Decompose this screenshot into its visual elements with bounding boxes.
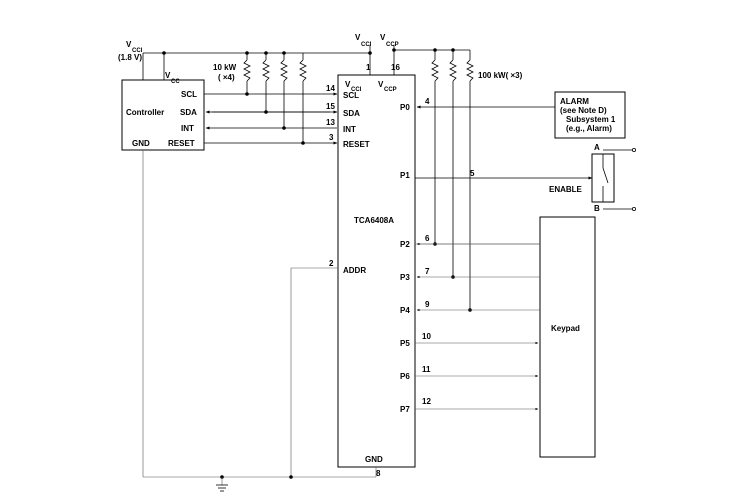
svg-text:CCI: CCI: [132, 48, 143, 54]
pin-name-p6: P6: [400, 372, 410, 381]
pin-number-reset: 3: [329, 133, 334, 142]
i2c-bus-wires: [204, 92, 338, 145]
enable-switch: A B ENABLE: [415, 143, 637, 213]
controller-pin-scl: SCL: [181, 90, 197, 99]
pin-number-int: 13: [326, 118, 335, 127]
pin-name-sda: SDA: [343, 109, 360, 118]
svg-text:Subsystem 1: Subsystem 1: [566, 115, 616, 124]
svg-text:V: V: [126, 40, 132, 49]
keypad-label: Keypad: [551, 324, 580, 333]
ground-wiring: [142, 150, 377, 485]
pin-name-int: INT: [343, 125, 356, 134]
pin-number-sda: 15: [326, 102, 335, 111]
pin-name-p4: P4: [400, 306, 410, 315]
vcci-left-supply-label: V CCI (1.8 V): [118, 40, 143, 62]
svg-text:V: V: [345, 80, 351, 89]
svg-text:CCI: CCI: [351, 87, 362, 93]
svg-text:V: V: [165, 71, 171, 80]
pin-name-p7: P7: [400, 405, 410, 414]
vccp-top-supply-label: V CCP: [380, 33, 399, 48]
svg-text:(e.g., Alarm): (e.g., Alarm): [566, 124, 612, 133]
svg-text:V: V: [378, 80, 384, 89]
pin-number-gnd: 8: [376, 469, 381, 478]
pin-number-p6: 11: [422, 365, 431, 374]
controller-title: Controller: [126, 108, 164, 117]
pin-number-p7: 12: [422, 397, 431, 406]
svg-text:(see Note D): (see Note D): [560, 106, 607, 115]
svg-text:V: V: [380, 33, 386, 42]
alarm-subsystem-block: ALARM (see Note D) Subsystem 1 (e.g., Al…: [416, 91, 626, 139]
svg-text:ALARM: ALARM: [560, 97, 589, 106]
pin-name-p2: P2: [400, 240, 410, 249]
enable-label: ENABLE: [549, 185, 583, 194]
vcci-top-supply-label: V CCI: [355, 33, 372, 48]
svg-text:CC: CC: [171, 79, 180, 85]
pin-number-p2: 6: [425, 234, 430, 243]
switch-terminal-a: A: [594, 143, 600, 152]
pin-name-p3: P3: [400, 273, 410, 282]
pullup-count-label: ( ×4): [218, 73, 235, 82]
controller-block: Controller V CC SCL SDA INT RESET GND: [121, 71, 205, 151]
controller-pin-int: INT: [181, 124, 194, 133]
svg-text:CCP: CCP: [386, 42, 399, 48]
controller-gnd: GND: [132, 139, 150, 148]
pin-name-reset: RESET: [343, 140, 370, 149]
pin-number-p0: 4: [425, 97, 430, 106]
pullup-value-label: 10 kW: [213, 63, 237, 72]
pin-number-p4: 9: [425, 300, 430, 309]
pin-name-p5: P5: [400, 339, 410, 348]
vcci-rail: [142, 45, 372, 80]
pin-number-p1: 5: [470, 169, 475, 178]
tca6408a-chip: TCA6408A V CCI V CCP 1 16 14 SCL 15 SDA …: [326, 63, 475, 478]
port-pullup-resistors: 100 kW( ×3): [431, 59, 523, 312]
svg-text:CCI: CCI: [361, 42, 372, 48]
pin-number-addr: 2: [329, 259, 334, 268]
chip-name: TCA6408A: [354, 216, 394, 225]
svg-text:(1.8 V): (1.8 V): [118, 53, 142, 62]
pin-number-scl: 14: [326, 84, 335, 93]
controller-pin-sda: SDA: [180, 108, 197, 117]
pin-name-p1: P1: [400, 171, 410, 180]
pin-name-p0: P0: [400, 103, 410, 112]
pin-number-vcci: 1: [366, 63, 371, 72]
keypad-block: Keypad: [415, 216, 596, 458]
svg-text:V: V: [355, 33, 361, 42]
switch-terminal-b: B: [594, 204, 600, 213]
svg-text:CCP: CCP: [384, 87, 397, 93]
pin-number-p3: 7: [425, 267, 430, 276]
pin-name-scl: SCL: [343, 91, 359, 100]
pin-name-addr: ADDR: [343, 266, 366, 275]
vccp-rail: [392, 45, 471, 75]
pullup-resistors: 10 kW ( ×4): [213, 53, 307, 143]
pin-name-gnd: GND: [365, 455, 383, 464]
pin-number-p5: 10: [422, 332, 431, 341]
port-pullup-label: 100 kW( ×3): [478, 71, 523, 80]
ground-symbol-icon: [216, 484, 228, 492]
controller-pin-reset: RESET: [168, 139, 195, 148]
pin-number-vccp: 16: [391, 63, 400, 72]
